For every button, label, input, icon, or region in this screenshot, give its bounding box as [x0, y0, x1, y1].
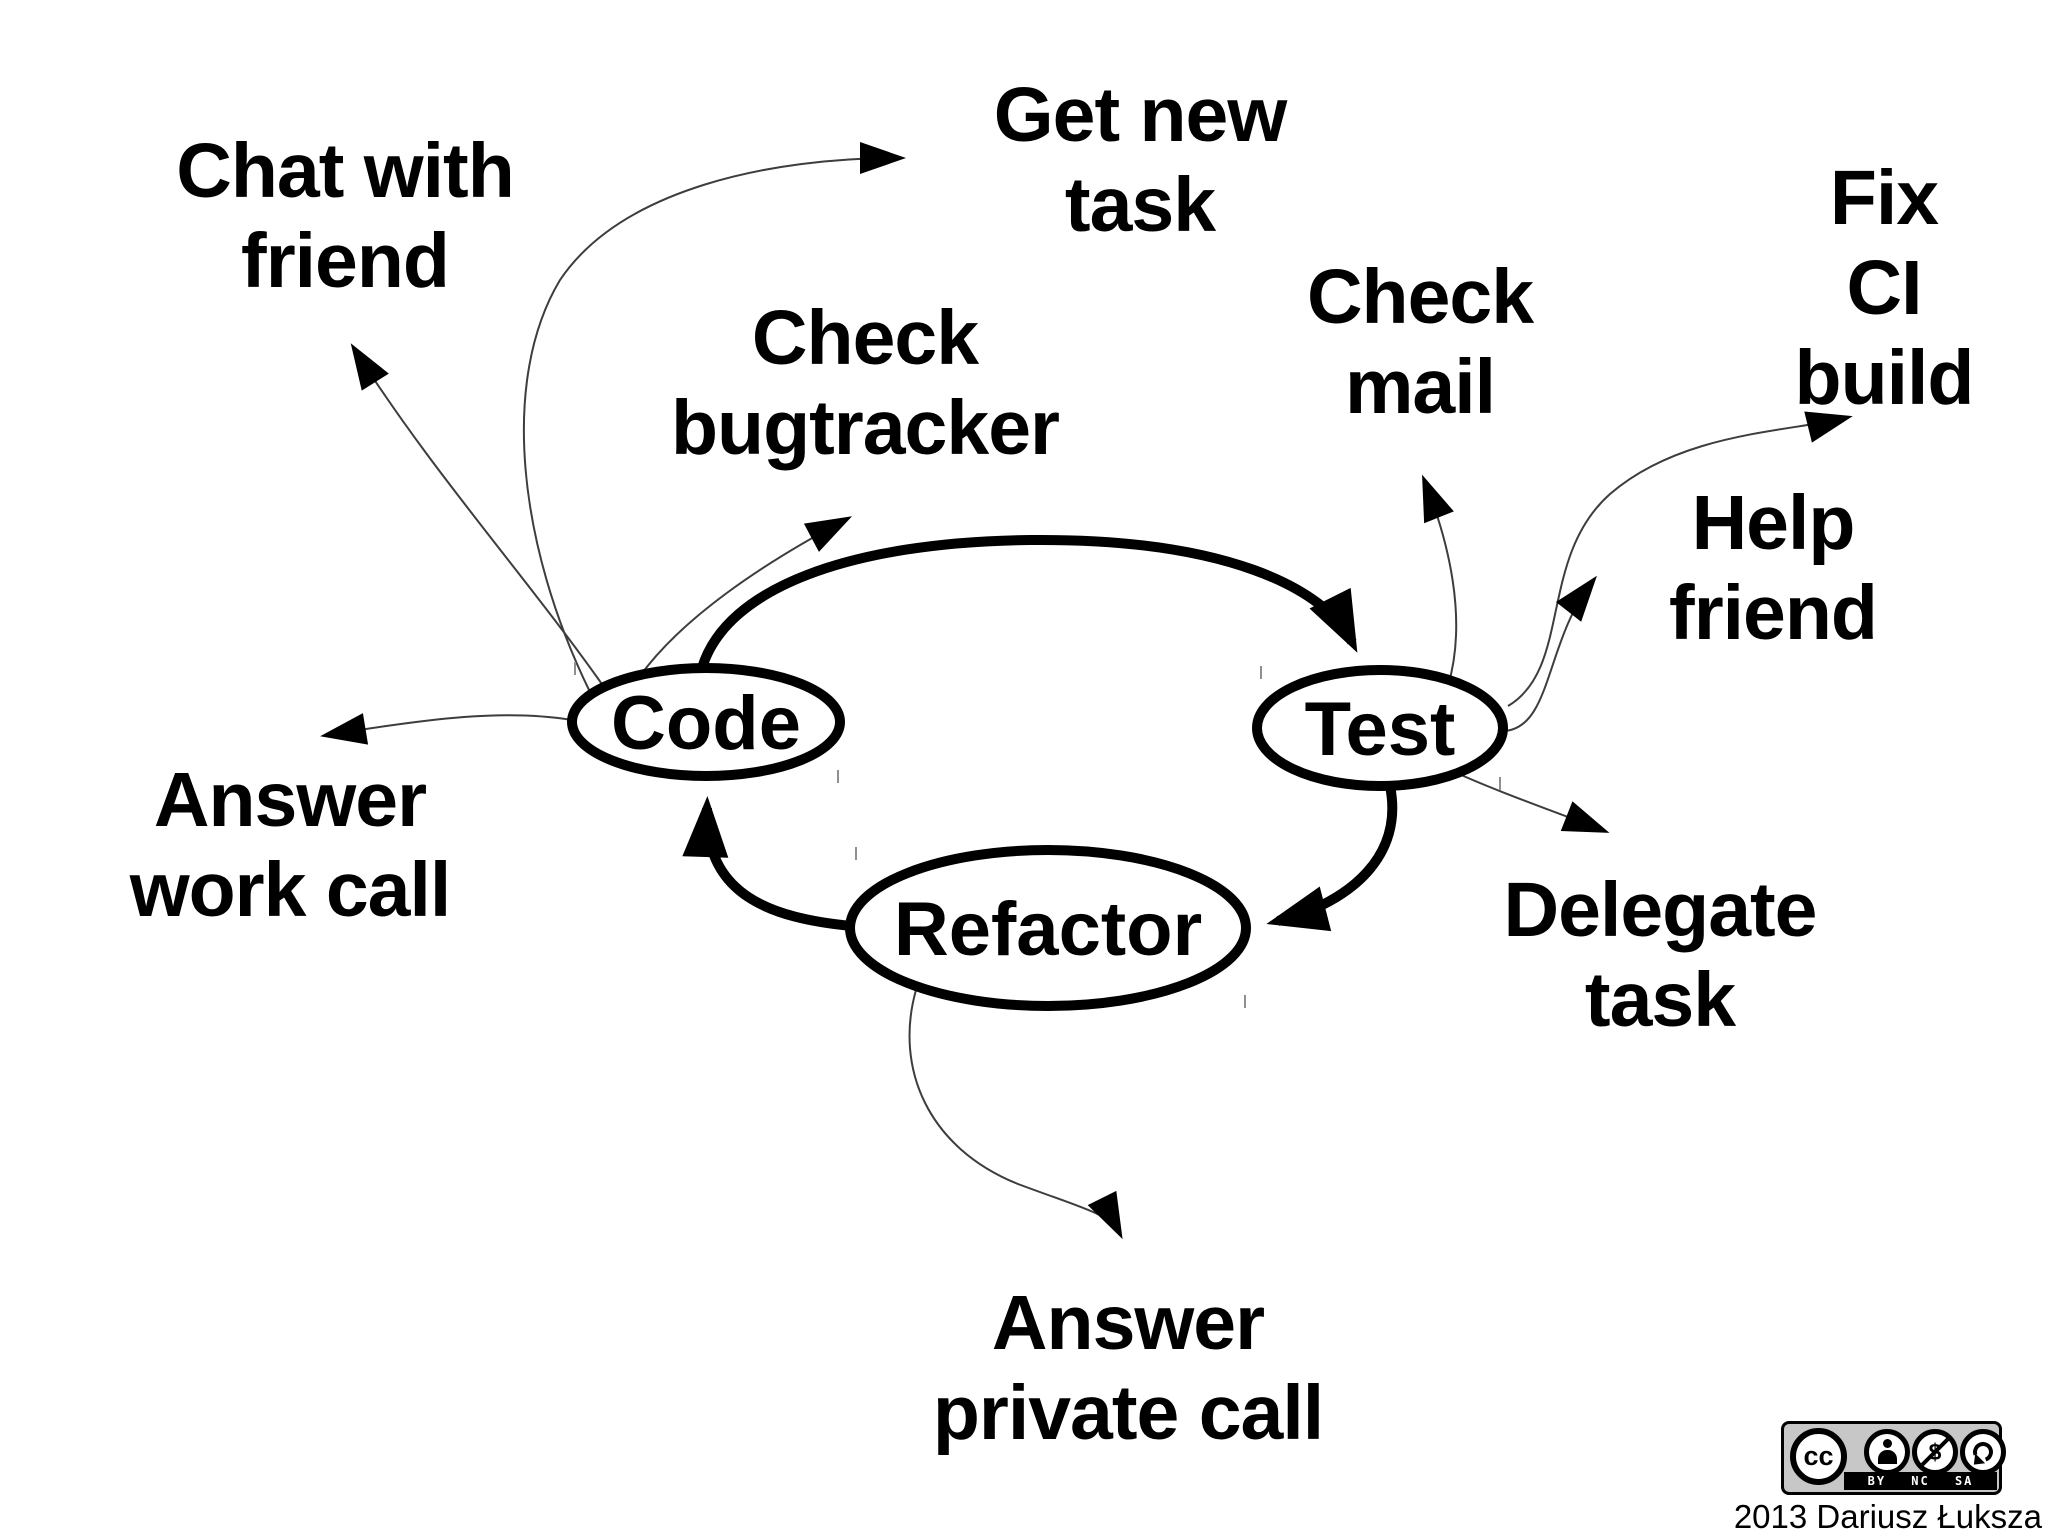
license-credit: 2013 Dariusz Łuksza — [1733, 1498, 2042, 1535]
edge-code-to-test — [697, 534, 1358, 670]
share-alike-icon — [1960, 1429, 2006, 1475]
edge-check-bugtracker — [639, 516, 853, 677]
label-help-friend: Help friend — [1669, 479, 1878, 656]
node-test: Test — [1252, 665, 1508, 791]
refactor-node-label: Refactor — [894, 887, 1202, 972]
edge-label-ticks — [574, 662, 1501, 1008]
edge-help-friend — [1503, 575, 1597, 732]
license-codes: BY NC SA — [1844, 1472, 1997, 1490]
cc-icon-label: cc — [1803, 1441, 1834, 1471]
label-answer-work-call: Answer work call — [129, 756, 452, 933]
label-chat-with-friend: Chat with friend — [176, 127, 514, 304]
edge-check-mail — [1422, 474, 1458, 687]
node-refactor: Refactor — [845, 845, 1251, 1011]
cc-icon: cc — [1790, 1428, 1847, 1485]
edge-answer-private-call — [908, 989, 1123, 1240]
label-get-new-task: Get new task — [993, 71, 1288, 248]
code-node-label: Code — [611, 681, 801, 766]
attribution-torso-shape — [1878, 1450, 1897, 1464]
edge-refactor-to-code — [682, 796, 852, 931]
attribution-head-shape — [1883, 1439, 1892, 1448]
edge-test-to-refactor — [1266, 785, 1398, 932]
test-node-label: Test — [1305, 687, 1456, 772]
label-fix-ci-build: Fix CI build — [1794, 154, 1975, 422]
label-check-mail: Check mail — [1306, 253, 1534, 430]
non-commercial-icon: $ — [1912, 1429, 1958, 1475]
node-code: Code — [567, 663, 845, 781]
edge-delegate-task — [1449, 769, 1610, 833]
edge-chat-with-friend — [350, 343, 605, 688]
edge-answer-work-call — [320, 713, 573, 745]
cycle-edges — [682, 534, 1398, 932]
code-node-ellipse — [567, 663, 845, 781]
test-node-ellipse — [1252, 665, 1508, 791]
edge-get-new-task — [522, 142, 906, 693]
attribution-icon — [1864, 1429, 1910, 1475]
label-check-bugtracker: Check bugtracker — [671, 294, 1060, 471]
label-answer-private-call: Answer private call — [932, 1279, 1324, 1456]
label-delegate-task: Delegate task — [1503, 866, 1818, 1043]
distraction-edges — [320, 142, 1853, 1240]
edge-fix-ci-build — [1507, 411, 1853, 707]
refactor-node-ellipse — [845, 845, 1251, 1011]
cc-license-badge: cc $ BY NC SA — [1781, 1421, 2006, 1495]
